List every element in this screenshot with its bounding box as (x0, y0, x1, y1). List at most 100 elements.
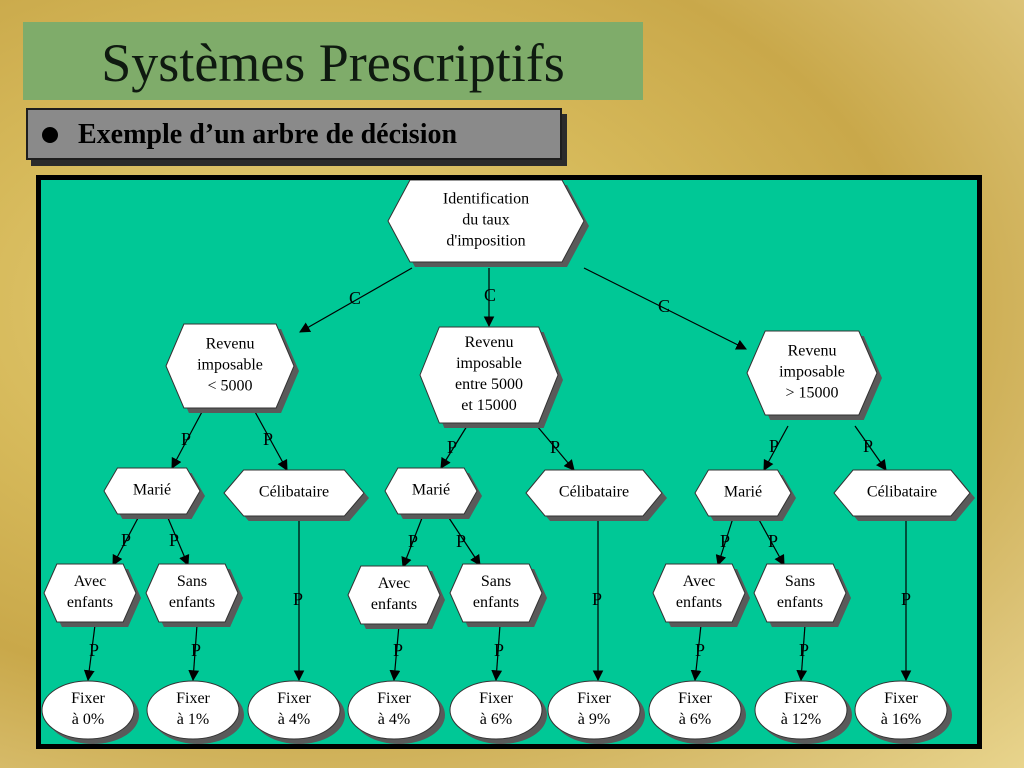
title-banner: Systèmes Prescriptifs (23, 22, 643, 100)
edge-status-1-to-children-2-label: P (169, 530, 179, 550)
income-node-3-label-line: > 15000 (785, 385, 838, 402)
income-node-1-shape (165, 323, 295, 409)
root-node-label-line: Identification (443, 191, 529, 208)
children-node-5: Avec enfants (652, 563, 750, 627)
status-node-6: Célibataire (833, 469, 975, 521)
edge-income-1-to-status-2 (253, 409, 288, 471)
status-node-6-label-line: Célibataire (867, 484, 937, 501)
edge-root-to-income-3-label: C (658, 296, 670, 316)
rate-leaf-7-label-line: Fixer (678, 690, 712, 707)
edge-root-to-income-3 (583, 267, 747, 350)
rate-leaf-7-label-line: à 6% (679, 711, 711, 728)
edge-children-2-to-leaf-2-label: P (191, 640, 201, 660)
edge-income-1-to-status-1-label: P (181, 429, 191, 449)
rate-leaf-2-label-line: à 1% (177, 711, 209, 728)
edge-status-5-to-children-6-label: P (768, 531, 778, 551)
status-node-5-shape (694, 469, 792, 517)
children-node-3-label-line: Avec (378, 575, 411, 592)
edge-children-5-to-leaf-7-label: P (695, 640, 705, 660)
root-node: Identification du taux d'imposition (387, 180, 589, 267)
edge-root-to-income-1 (299, 267, 413, 333)
edge-status-5-to-children-5-label: P (720, 531, 730, 551)
edge-status-3-to-children-3 (401, 517, 423, 569)
status-node-3-shape (384, 467, 478, 515)
income-node-1-label-line: < 5000 (207, 378, 252, 395)
rate-leaf-4-shape (347, 680, 441, 740)
rate-leaf-2: Fixer à 1% (146, 680, 244, 744)
root-node-label-line: du taux (462, 212, 510, 229)
income-node-2-label-line: entre 5000 (455, 376, 523, 393)
status-node-5-label-line: Marié (724, 484, 762, 501)
children-node-5-label-line: Avec (683, 573, 716, 590)
income-node-3-shape (746, 330, 878, 416)
edge-children-5-to-leaf-7 (690, 624, 702, 682)
children-node-4-label-line: enfants (473, 594, 519, 611)
rate-leaf-5-shape (449, 680, 543, 740)
edge-children-6-to-leaf-8 (796, 624, 808, 682)
edge-status-6-to-leaf-9-label: P (901, 589, 911, 609)
children-node-3-label-line: enfants (371, 596, 417, 613)
children-node-4: Sans enfants (449, 563, 547, 627)
edge-children-3-to-leaf-4 (389, 624, 401, 682)
rate-leaf-1: Fixer à 0% (41, 680, 139, 744)
children-node-4-label-line: Sans (481, 573, 511, 590)
status-node-2-label-line: Célibataire (259, 484, 329, 501)
edge-status-1-to-children-2 (167, 517, 190, 566)
edge-status-3-to-children-4 (448, 517, 481, 566)
children-node-2-shape (145, 563, 239, 623)
rate-leaf-3: Fixer à 4% (247, 680, 345, 744)
edge-children-1-to-leaf-1 (83, 624, 96, 682)
rate-leaf-3-label-line: Fixer (277, 690, 311, 707)
page-title: Systèmes Prescriptifs (101, 33, 565, 93)
status-node-1-shape (103, 467, 201, 515)
rate-leaf-6-shape (547, 680, 641, 740)
income-node-1-label-line: imposable (197, 357, 263, 374)
income-node-1-label-line: Revenu (206, 336, 255, 353)
children-node-2-label-line: enfants (169, 594, 215, 611)
income-node-2-label-line: et 15000 (461, 397, 517, 414)
rate-leaf-2-label-line: Fixer (176, 690, 210, 707)
children-node-1-label-line: enfants (67, 594, 113, 611)
rate-leaf-1-label-line: Fixer (71, 690, 105, 707)
rate-leaf-5-label-line: Fixer (479, 690, 513, 707)
status-node-4-shape (525, 469, 663, 517)
children-node-6-label-line: enfants (777, 594, 823, 611)
edge-root-to-income-2-label: C (484, 285, 496, 305)
edge-income-3-to-status-6-label: P (863, 436, 873, 456)
income-node-2-label-line: Revenu (465, 334, 514, 351)
edge-children-4-to-leaf-5 (491, 624, 503, 682)
rate-leaf-1-label-line: à 0% (72, 711, 104, 728)
rate-leaf-7: Fixer à 6% (648, 680, 746, 744)
status-node-4: Célibataire (525, 469, 667, 521)
children-node-5-label-line: enfants (676, 594, 722, 611)
status-node-3-label-line: Marié (412, 482, 450, 499)
status-node-3: Marié (384, 467, 482, 519)
subtitle-banner: Exemple d’un arbre de décision (26, 108, 562, 160)
rate-leaf-3-label-line: à 4% (278, 711, 310, 728)
status-node-4-label-line: Célibataire (559, 484, 629, 501)
edge-status-5-to-children-5 (715, 517, 734, 567)
rate-leaf-8-label-line: à 12% (781, 711, 821, 728)
rate-leaf-4-label-line: à 4% (378, 711, 410, 728)
income-node-3-label-line: Revenu (788, 343, 837, 360)
edge-income-2-to-status-4-label: P (550, 437, 560, 457)
rate-leaf-9-label-line: à 16% (881, 711, 921, 728)
children-node-6-shape (753, 563, 847, 623)
rate-leaf-9-label-line: Fixer (884, 690, 918, 707)
rate-leaf-9-shape (854, 680, 948, 740)
status-node-1: Marié (103, 467, 205, 519)
subtitle: Exemple d’un arbre de décision (78, 119, 458, 150)
rate-leaf-3-shape (247, 680, 341, 740)
root-node-label-line: d'imposition (446, 233, 525, 250)
income-node-2-label-line: imposable (456, 355, 522, 372)
edge-status-1-to-children-1-label: P (121, 530, 131, 550)
rate-leaf-7-shape (648, 680, 742, 740)
